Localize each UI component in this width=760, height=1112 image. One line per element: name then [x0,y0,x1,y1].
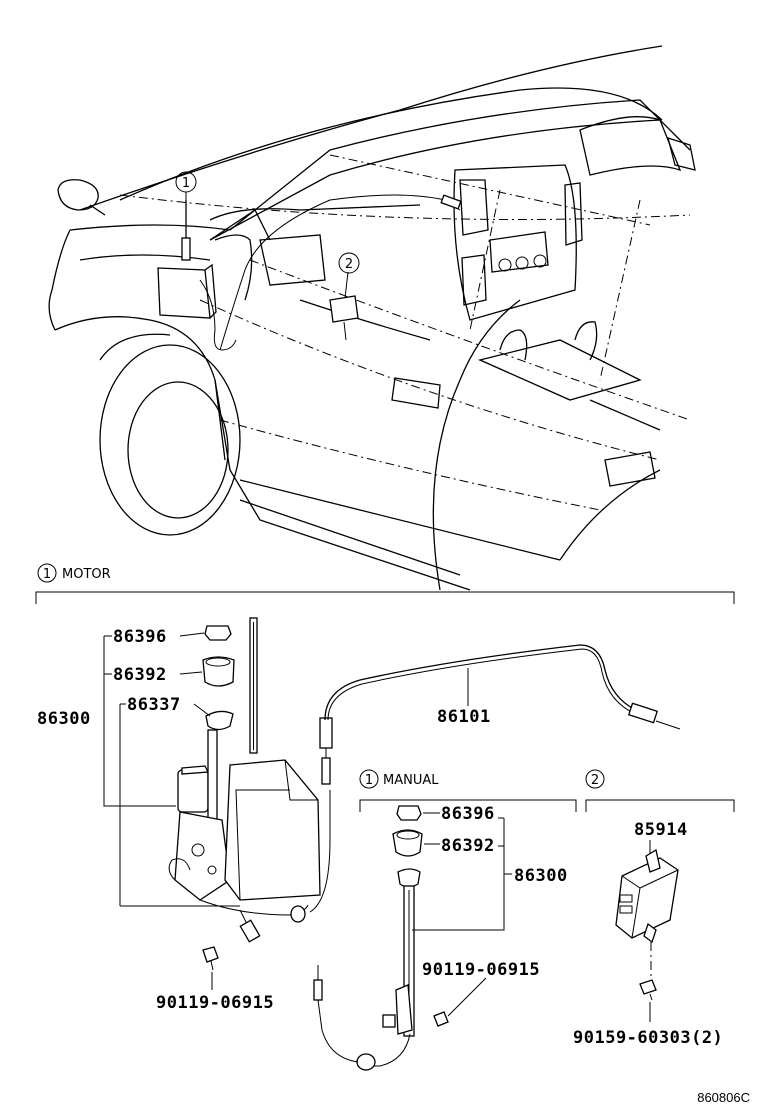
manual-label-86396: 86396 [441,804,495,824]
svg-text:1: 1 [43,567,51,582]
motor-label-86300: 86300 [37,709,91,729]
svg-text:MOTOR: MOTOR [62,567,111,582]
manual-antenna-drawing [313,805,449,1071]
motor-label-86396: 86396 [113,627,167,647]
diagram-code: 860806C [697,1090,750,1105]
motor-label-90119-06915: 90119-06915 [156,993,274,1013]
section-header-manual: 1 MANUAL [359,769,577,812]
callout-overview-2: 2 [338,252,360,274]
motor-label-86337: 86337 [127,695,181,715]
module-label-90159-60303: 90159-60303(2) [573,1028,723,1048]
vehicle-overview-illustration [48,45,696,591]
callout-overview-1: 1 [175,171,197,193]
manual-label-86392: 86392 [441,836,495,856]
module-drawing [615,840,679,1022]
motor-label-86101: 86101 [437,707,491,727]
section-header-module: 2 [585,769,735,812]
motor-label-86392: 86392 [113,665,167,685]
manual-label-86300: 86300 [514,866,568,886]
svg-text:1: 1 [365,773,373,788]
extension-cable-drawing [324,644,681,730]
manual-part-leaders [412,812,512,1017]
motor-antenna-drawing [168,617,333,971]
module-label-85914: 85914 [634,820,688,840]
manual-label-90119-06915: 90119-06915 [422,960,540,980]
svg-text:MANUAL: MANUAL [383,773,439,788]
svg-text:1: 1 [182,176,190,191]
motor-part-leaders [103,632,469,990]
section-header-motor: 1 MOTOR [35,563,735,604]
svg-text:2: 2 [591,773,599,788]
svg-text:2: 2 [345,257,353,272]
